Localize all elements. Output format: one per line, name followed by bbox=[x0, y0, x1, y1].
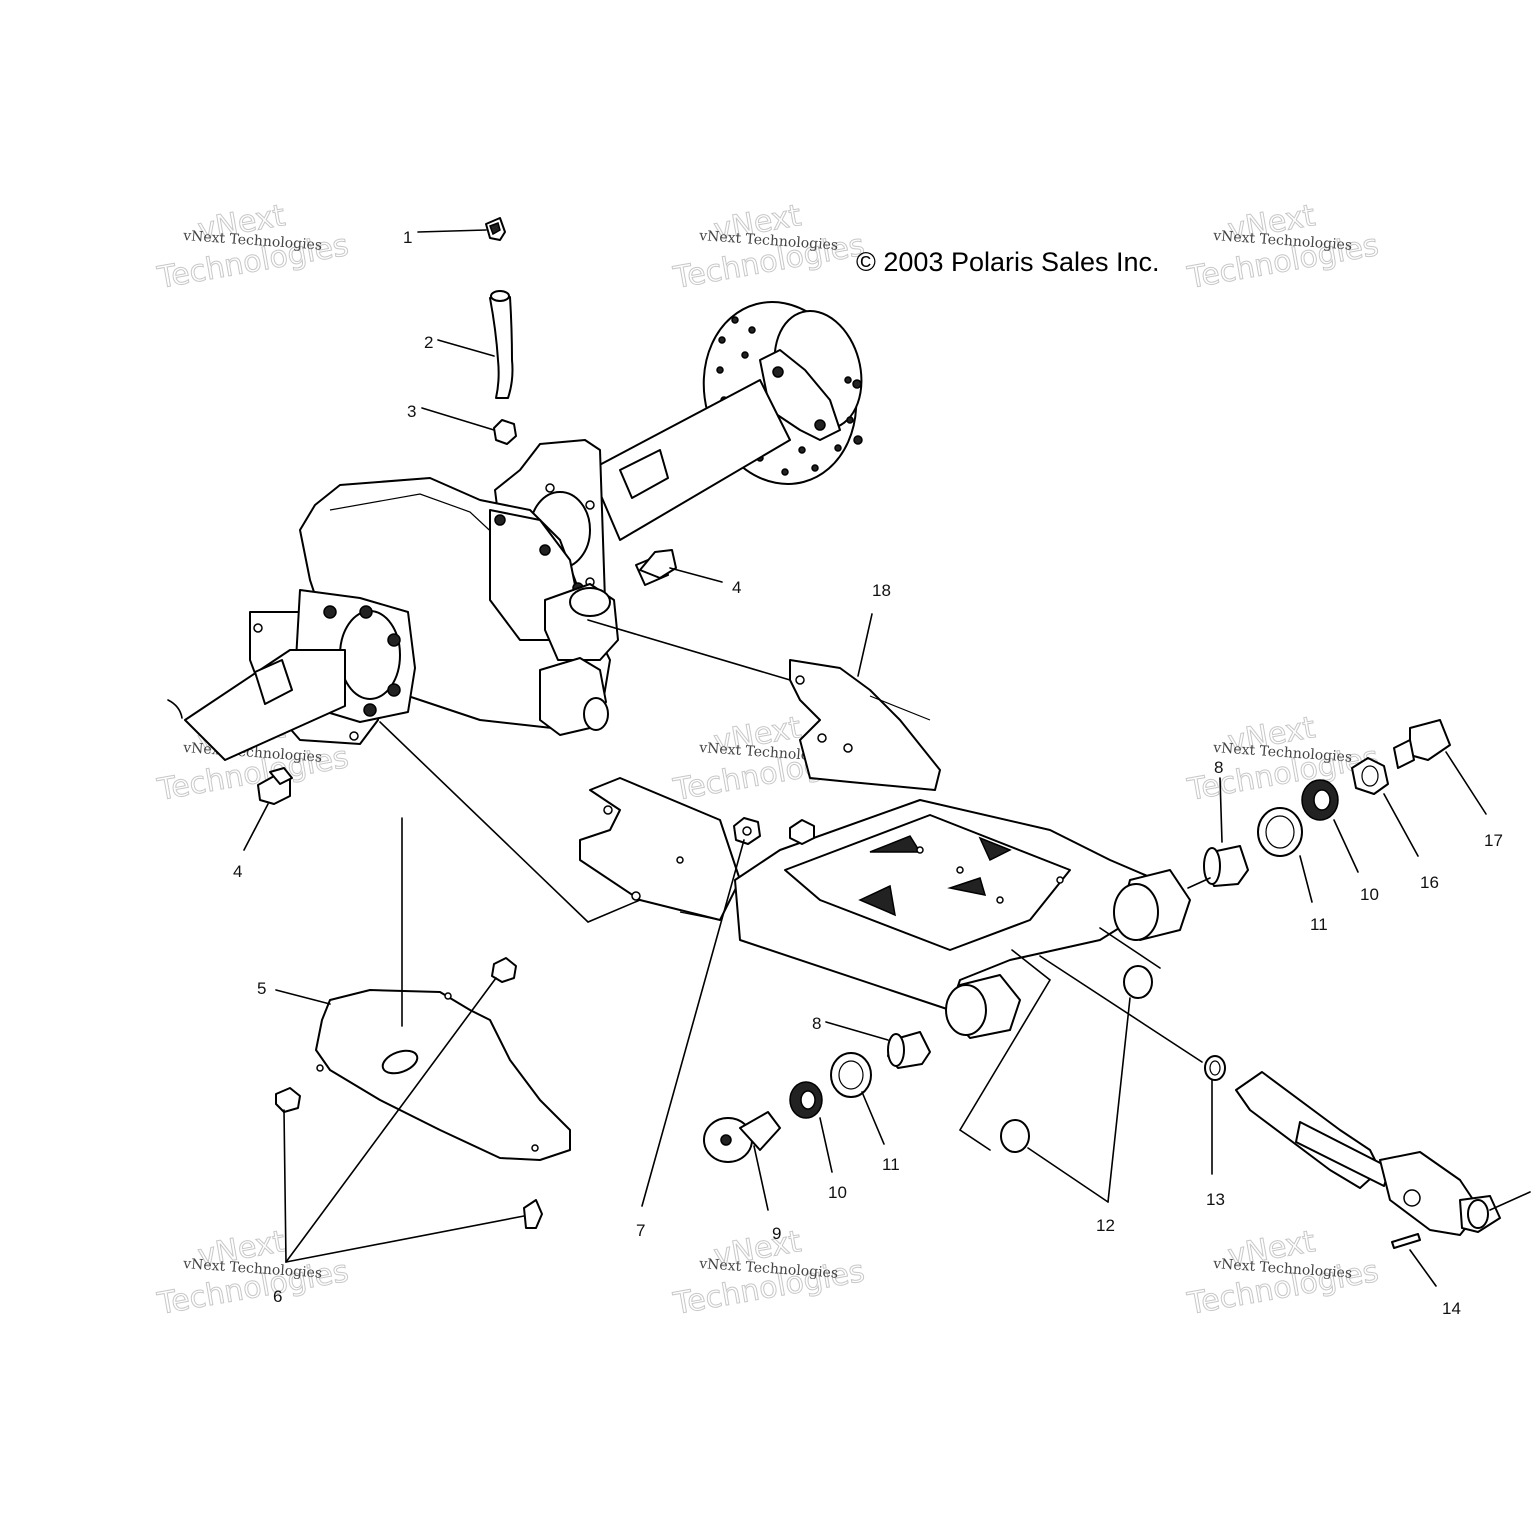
callout-14: 14 bbox=[1442, 1299, 1461, 1318]
callout-13: 13 bbox=[1206, 1190, 1225, 1209]
watermark-top-left: Technologies vNext vNext Technologies bbox=[154, 198, 352, 297]
watermark-top-right: Technologies vNext vNext Technologies bbox=[1184, 198, 1382, 297]
watermark-bottom-right: Technologies vNext vNext Technologies bbox=[1184, 1224, 1382, 1323]
part-11-race-lower bbox=[830, 1052, 872, 1098]
part-4-bolt-lower bbox=[257, 767, 293, 805]
part-2-vent-hose bbox=[489, 290, 514, 399]
axle-tube-left bbox=[167, 649, 346, 761]
callout-9: 9 bbox=[772, 1224, 781, 1243]
callout-10-upper: 10 bbox=[1360, 885, 1379, 904]
swingarm-pivot-tube-right bbox=[1113, 869, 1191, 941]
axle-tube-right bbox=[589, 379, 791, 541]
callout-5: 5 bbox=[257, 979, 266, 998]
nut-upper bbox=[789, 819, 815, 845]
part-6-screw-top bbox=[491, 957, 517, 983]
part-14-roll-pin bbox=[1391, 1233, 1421, 1249]
callout-3: 3 bbox=[407, 402, 416, 421]
copyright-text: © 2003 Polaris Sales Inc. bbox=[856, 247, 1160, 277]
part-13-o-ring bbox=[1204, 1055, 1226, 1081]
part-18-mounting-plate bbox=[789, 659, 941, 791]
callout-17: 17 bbox=[1484, 831, 1503, 850]
watermark-top-center: Technologies vNext vNext Technologies bbox=[670, 198, 868, 297]
leader-lines bbox=[243, 229, 1531, 1287]
watermark-bottom-center: Technologies vNext vNext Technologies bbox=[670, 1224, 868, 1323]
part-3-nut bbox=[493, 419, 517, 445]
part-16-jam-nut bbox=[1351, 757, 1389, 795]
part-11-race-upper bbox=[1257, 807, 1303, 857]
callout-12: 12 bbox=[1096, 1216, 1115, 1235]
part-6-screw-bottom bbox=[523, 1199, 543, 1229]
part-8-bushing-lower bbox=[887, 1031, 931, 1069]
part-9-pivot-bolt bbox=[703, 1111, 781, 1163]
callout-6: 6 bbox=[273, 1287, 282, 1306]
callout-11-lower: 11 bbox=[882, 1155, 900, 1174]
part-12-cap-upper bbox=[1123, 965, 1153, 999]
pinion-coupler bbox=[539, 583, 619, 736]
watermark-bottom-left: Technologies vNext vNext Technologies bbox=[154, 1224, 352, 1323]
part-10-bearing-upper bbox=[1301, 779, 1339, 821]
drive-shaft bbox=[1235, 1071, 1501, 1236]
part-4-bolt-upper bbox=[635, 549, 677, 586]
callout-4-lower: 4 bbox=[233, 862, 242, 881]
swingarm-pivot-tube-left bbox=[945, 974, 1021, 1039]
callout-7: 7 bbox=[636, 1221, 645, 1240]
part-8-bushing-upper bbox=[1203, 845, 1249, 887]
callout-2: 2 bbox=[424, 333, 433, 352]
callout-1: 1 bbox=[403, 228, 412, 247]
callout-18: 18 bbox=[872, 581, 891, 600]
part-12-cap-lower bbox=[1000, 1119, 1030, 1153]
part-7-nut bbox=[733, 817, 761, 845]
part-17-pivot-bolt bbox=[1393, 719, 1451, 769]
callout-8-upper: 8 bbox=[1214, 758, 1223, 777]
part-6-screw-left bbox=[275, 1087, 301, 1113]
callout-11-upper: 11 bbox=[1310, 915, 1328, 934]
part-10-bearing-lower bbox=[789, 1081, 823, 1119]
part-5-skid-plate bbox=[315, 989, 571, 1161]
callout-10-lower: 10 bbox=[828, 1183, 847, 1202]
callout-8-lower: 8 bbox=[812, 1014, 821, 1033]
callout-4-upper: 4 bbox=[732, 578, 741, 597]
callout-16: 16 bbox=[1420, 873, 1439, 892]
part-1-vent-fitting bbox=[485, 217, 506, 241]
